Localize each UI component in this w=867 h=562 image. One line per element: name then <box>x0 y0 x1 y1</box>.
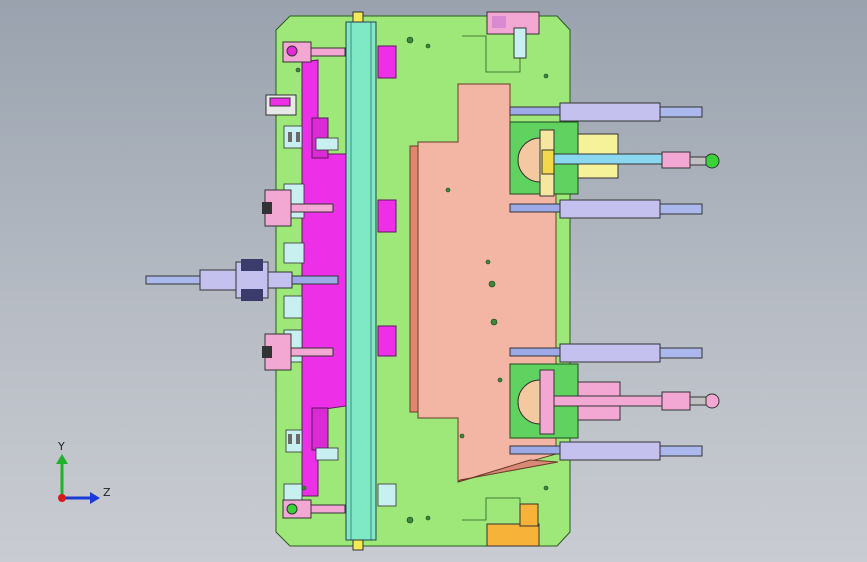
bottom-locating-block <box>486 523 540 547</box>
left-toggle-clamp-mid <box>262 189 334 227</box>
rail-clamp-plates <box>377 45 397 357</box>
fastener-holes <box>295 36 549 524</box>
axis-y-label: Y <box>58 440 65 453</box>
axis-z-label: Z <box>103 486 111 499</box>
center-rail <box>345 21 377 541</box>
axis-triad <box>56 454 100 504</box>
salmon-edge-strip <box>409 145 419 413</box>
left-cylinder <box>145 259 339 301</box>
rail-top-cap <box>352 11 364 23</box>
right-clamp-upper <box>509 121 720 197</box>
right-cylinders <box>509 102 703 461</box>
left-toggle-clamp-top <box>282 41 346 63</box>
dark-brackets <box>288 132 300 444</box>
rail-bottom-cap <box>352 539 364 551</box>
magenta-block-lower <box>311 407 329 451</box>
right-clamp-lower <box>509 363 720 439</box>
left-toggle-clamp-low <box>262 333 334 371</box>
left-toggle-clamp-bottom <box>282 499 346 519</box>
